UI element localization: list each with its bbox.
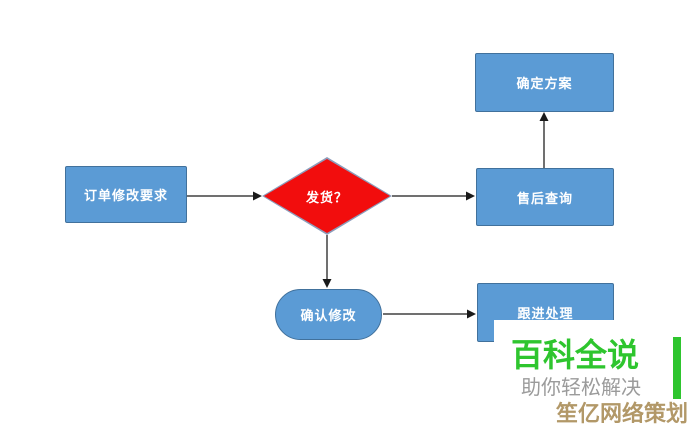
node-confirm-plan-label: 确定方案 <box>516 76 573 91</box>
arrowhead-right-icon <box>466 191 475 201</box>
node-aftersales-query-label: 售后查询 <box>516 190 573 206</box>
node-ship-decision: 发货？ <box>262 157 392 235</box>
arrowhead-up-icon <box>539 112 549 121</box>
watermark-slogan-text: 助你轻松解决 <box>521 377 641 399</box>
node-confirm-modify-label: 确认修改 <box>300 308 357 323</box>
arrowhead-down-icon <box>322 279 332 288</box>
arrowhead-right-icon <box>467 309 476 319</box>
arrowhead-right-icon <box>253 191 262 201</box>
node-ship-decision-label: 发货？ <box>305 189 348 205</box>
watermark-accent-bar <box>673 337 681 399</box>
connector-order-to-decision <box>187 191 262 201</box>
node-follow-up-label: 跟进处理 <box>517 306 574 321</box>
connector-decision-to-confirm-modify <box>322 235 332 288</box>
connector-confirm-modify-to-follow-up <box>383 309 476 319</box>
node-order-request-label: 订单修改要求 <box>83 188 168 203</box>
watermark-agency-text: 笙亿网络策划 <box>556 401 689 426</box>
watermark-brand-text: 百科全说 <box>511 337 640 373</box>
connector-aftersales-to-confirm-plan <box>539 112 549 168</box>
watermark-block: 百科全说 助你轻松解决 笙亿网络策划 <box>494 320 691 433</box>
node-confirm-plan: 确定方案 <box>475 53 614 112</box>
node-confirm-modify: 确认修改 <box>275 289 382 340</box>
connector-decision-to-aftersales <box>392 191 475 201</box>
node-order-request: 订单修改要求 <box>65 166 187 223</box>
node-aftersales-query: 售后查询 <box>476 168 614 226</box>
diamond-shape: 发货？ <box>264 159 390 233</box>
